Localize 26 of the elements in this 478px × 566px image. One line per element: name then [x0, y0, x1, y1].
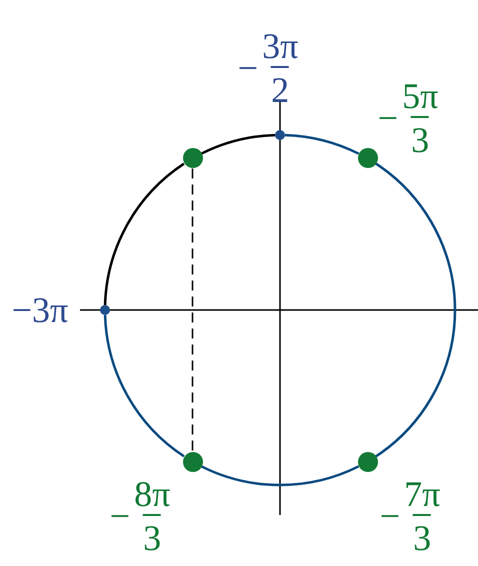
- minus-sign: −: [380, 498, 400, 534]
- circle-arc: [104, 162, 185, 306]
- fraction-denominator: 3: [411, 116, 430, 158]
- minus-sign: −: [238, 50, 258, 86]
- point-marker: [182, 452, 202, 472]
- angle-label: −3π: [12, 292, 68, 328]
- point-marker: [182, 148, 202, 168]
- minus-sign: −: [378, 100, 398, 136]
- fraction-numerator: 5π: [402, 78, 438, 114]
- point-marker: [275, 130, 285, 140]
- fraction-denominator: 3: [143, 514, 162, 556]
- minus-sign: −: [110, 498, 130, 534]
- circle-arc: [200, 134, 276, 155]
- fraction-numerator: 8π: [134, 476, 170, 512]
- circle-arc: [284, 134, 360, 155]
- circle-arc: [375, 162, 456, 458]
- dashed-line: [192, 168, 194, 452]
- fraction-denominator: 3: [413, 514, 432, 556]
- fraction-numerator: 3π: [262, 28, 298, 64]
- fraction-denominator: 2: [271, 66, 290, 108]
- point-marker: [358, 148, 378, 168]
- circle-arc: [104, 314, 185, 458]
- circle-arc: [200, 465, 360, 486]
- fraction-numerator: 7π: [404, 476, 440, 512]
- point-marker: [100, 305, 110, 315]
- point-marker: [358, 452, 378, 472]
